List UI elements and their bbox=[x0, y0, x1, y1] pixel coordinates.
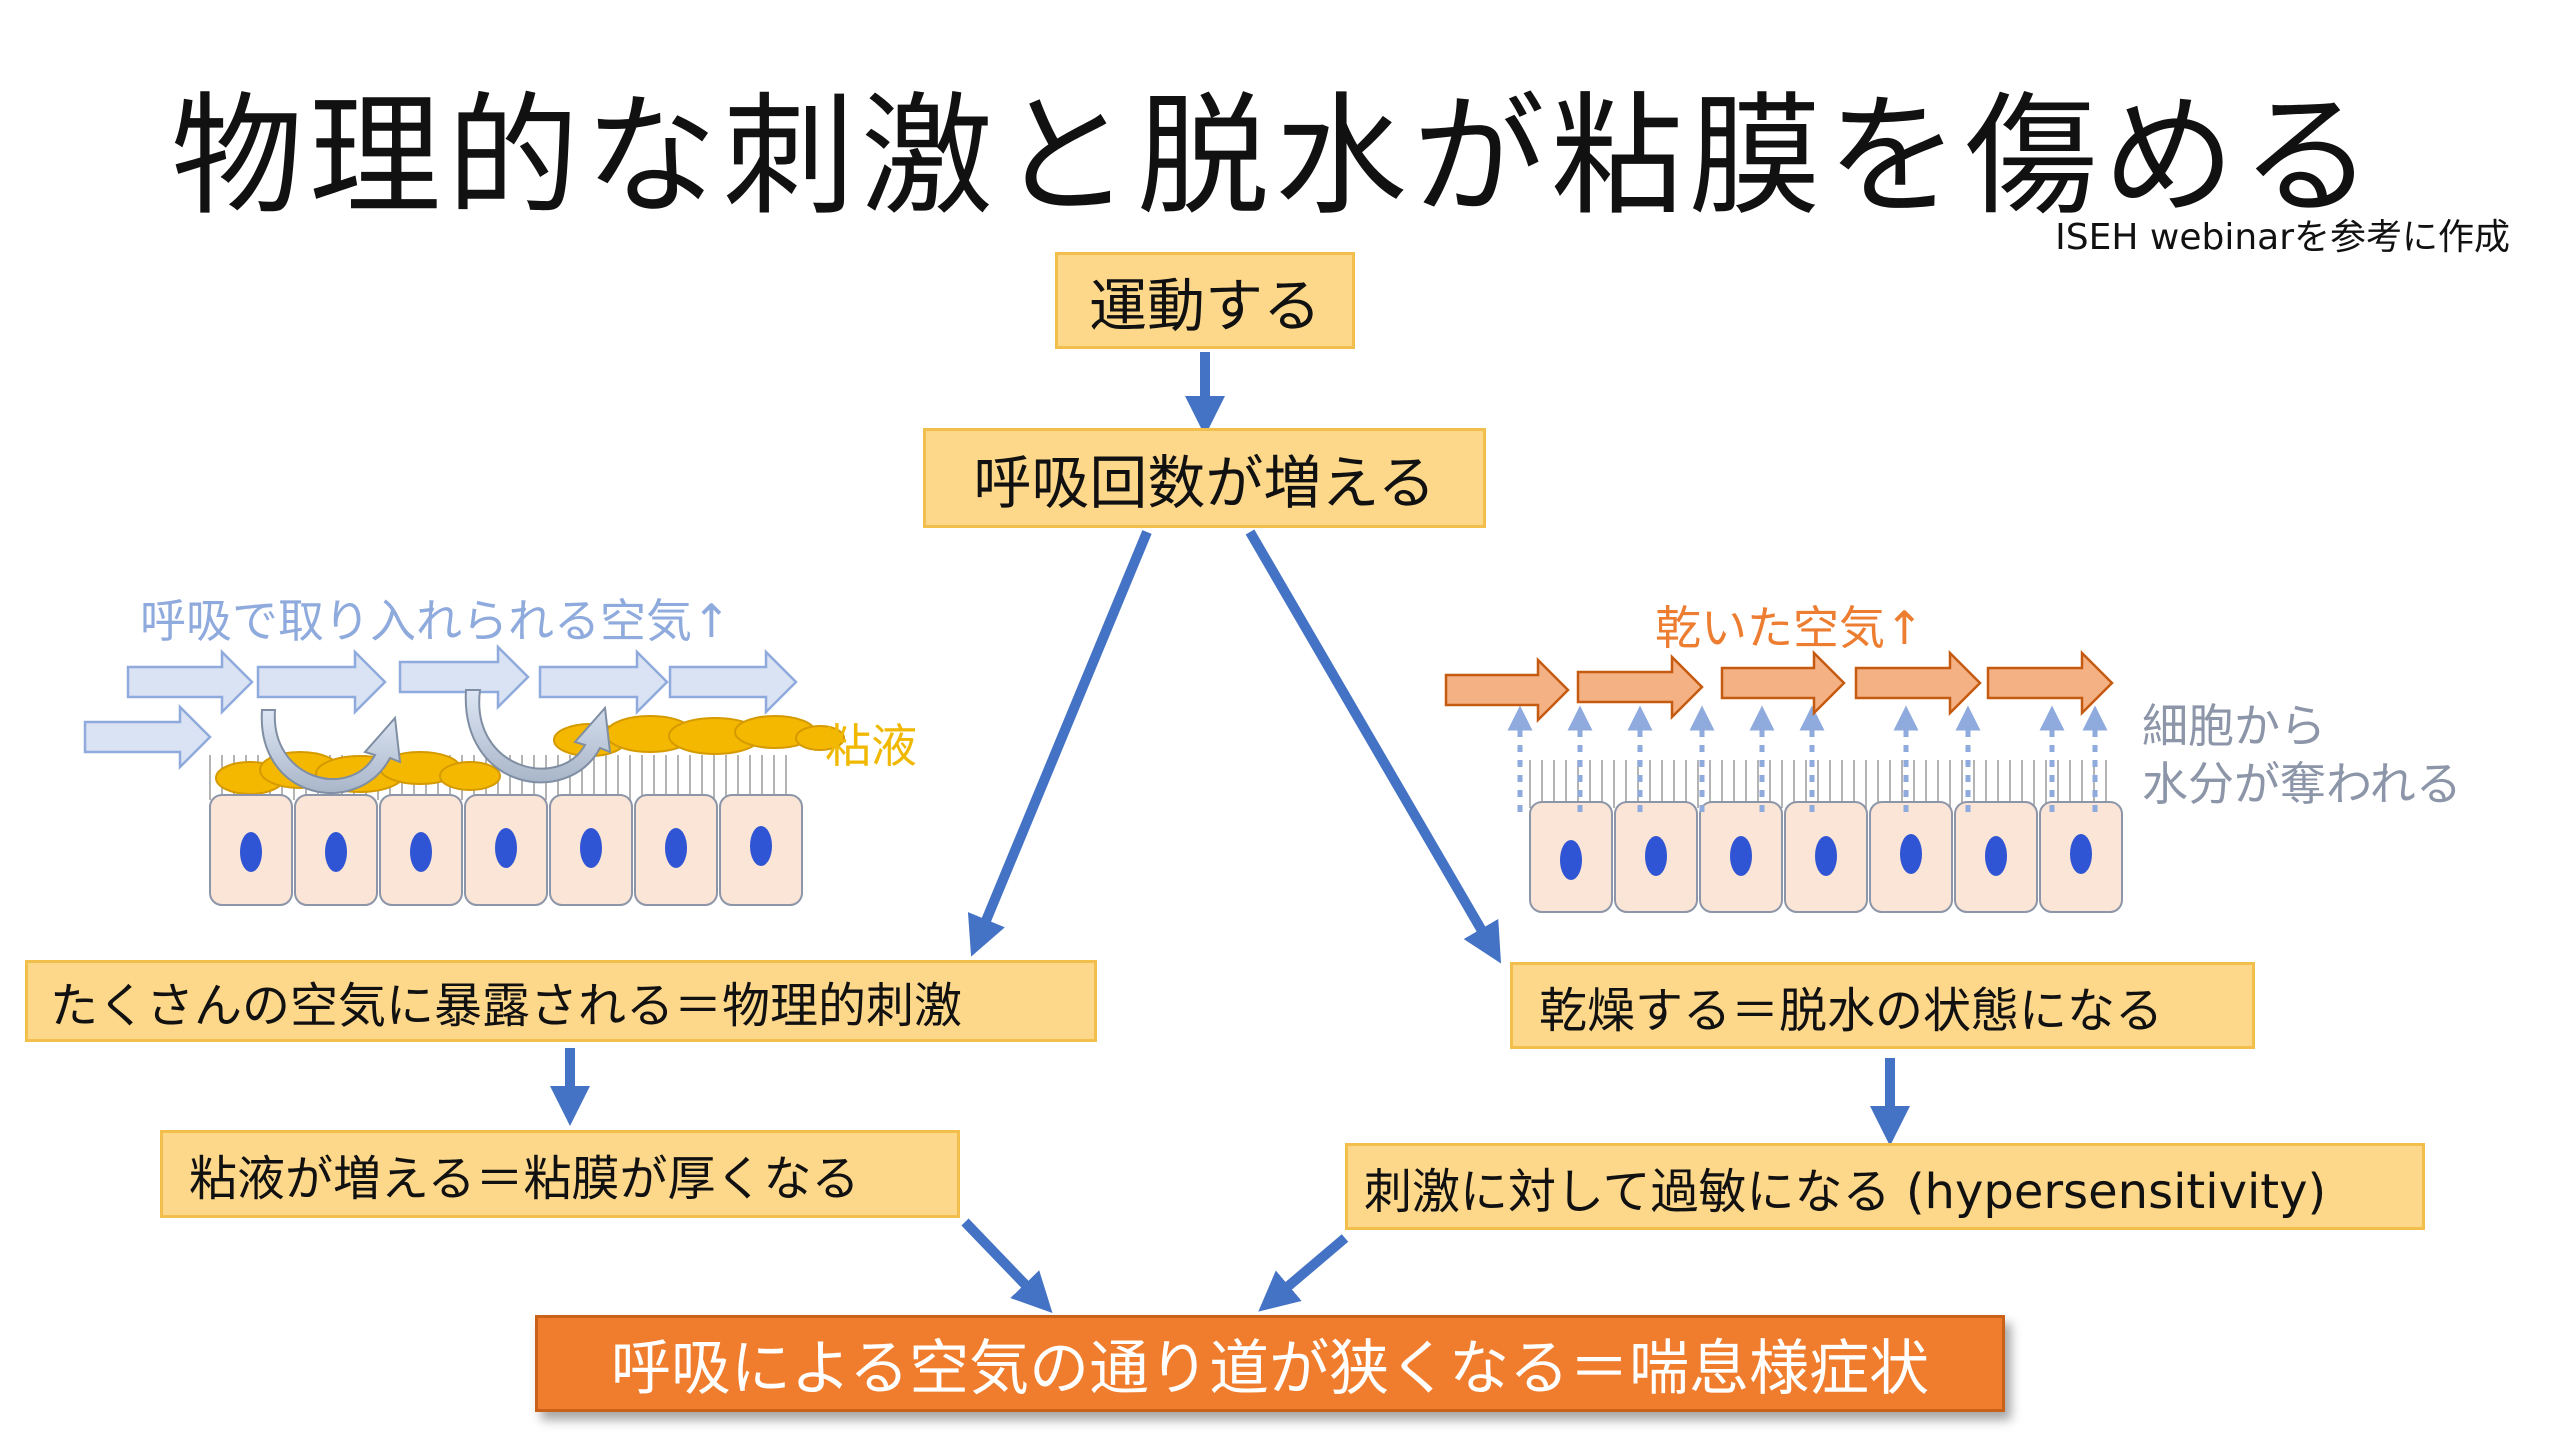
right-illustration bbox=[1444, 649, 2123, 913]
left-illustration bbox=[83, 643, 845, 906]
dry-air-label: 乾いた空気↑ bbox=[1655, 601, 1924, 655]
result-asthma-like-symptoms: 呼吸による空気の通り道が狭くなる＝喘息様症状 bbox=[535, 1315, 2005, 1412]
curved-air-arrows bbox=[260, 689, 612, 794]
step-dehydration: 乾燥する＝脱水の状態になる bbox=[1510, 962, 2255, 1049]
step-physical-stimulus: たくさんの空気に暴露される＝物理的刺激 bbox=[25, 960, 1097, 1042]
inhaled-air-label: 呼吸で取り入れられる空気↑ bbox=[140, 594, 731, 648]
cells-water-loss-label-line2: 水分が奪われる bbox=[2142, 757, 2462, 811]
cilia-right bbox=[1529, 760, 2107, 808]
cells-water-loss-label-line1: 細胞から bbox=[2142, 699, 2326, 753]
dry-air-arrows bbox=[1444, 649, 2114, 724]
air-arrows bbox=[83, 643, 798, 771]
page-title: 物理的な刺激と脱水が粘膜を傷める bbox=[171, 80, 2379, 234]
step-exercise: 運動する bbox=[1055, 252, 1355, 349]
mucus-label: 粘液 bbox=[825, 719, 917, 773]
step-breathing-increases: 呼吸回数が増える bbox=[923, 428, 1486, 528]
arrow-left-step4-to-result bbox=[961, 1218, 1053, 1313]
step-hypersensitivity: 刺激に対して過敏になる (hypersensitivity) bbox=[1345, 1143, 2425, 1230]
arrow-step2-to-left-branch bbox=[967, 530, 1152, 957]
step-mucus-increases: 粘液が増える＝粘膜が厚くなる bbox=[160, 1130, 960, 1218]
cell-nuclei-right bbox=[1560, 834, 2092, 880]
arrow-right-step4-to-result bbox=[1258, 1234, 1349, 1312]
water-loss-arrows bbox=[1507, 705, 2108, 812]
cell-nuclei-left bbox=[240, 826, 772, 872]
flow-arrows bbox=[550, 352, 1910, 1313]
arrow-step2-to-right-branch bbox=[1245, 529, 1502, 964]
source-note: ISEH webinarを参考に作成 bbox=[2055, 217, 2510, 258]
